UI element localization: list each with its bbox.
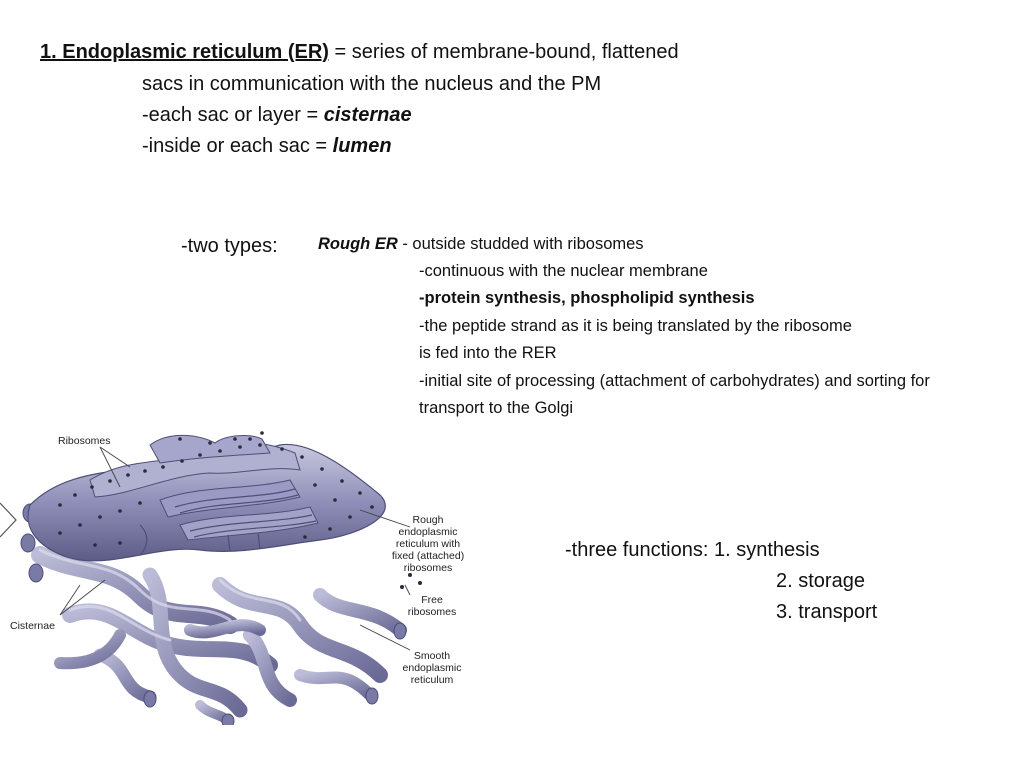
svg-text:fixed (attached): fixed (attached) [392, 550, 464, 562]
heading-line-1: 1. Endoplasmic reticulum (ER) = series o… [40, 41, 679, 64]
rough-er-bullet: -the peptide strand as it is being trans… [419, 317, 852, 335]
leader-lines [59, 446, 411, 651]
ribosome-dots [58, 431, 374, 547]
free-ribosomes [400, 573, 422, 589]
functions-label: -three functions: 1. synthesis [565, 539, 820, 561]
two-types-label: -two types: [181, 235, 278, 257]
rough-er-line: Rough ER - outside studded with ribosome… [318, 235, 644, 254]
label-ribosomes: Ribosomes [58, 435, 111, 447]
rough-er-term: Rough ER [318, 235, 398, 253]
svg-text:Free: Free [421, 594, 443, 606]
rough-er-bullet: transport to the Golgi [419, 399, 574, 417]
label-free-ribosomes: Free ribosomes [408, 594, 456, 618]
svg-text:ribosomes: ribosomes [404, 562, 452, 574]
er-diagram: Ribosomes Cisternae Rough endoplasmic re… [0, 431, 464, 725]
svg-text:endoplasmic: endoplasmic [403, 662, 462, 674]
cisternae-prefix: -each sac or layer = [142, 104, 324, 126]
cisternae-line: -each sac or layer = cisternae [142, 104, 412, 127]
smooth-er-highlights [38, 548, 302, 642]
svg-text:Rough: Rough [413, 514, 444, 526]
lumen-prefix: -inside or each sac = [142, 135, 333, 157]
rough-er-bullet: -continuous with the nuclear membrane [419, 262, 708, 280]
rough-er-desc: - outside studded with ribosomes [397, 235, 644, 253]
tube-ends [20, 503, 407, 725]
heading-line-2: sacs in communication with the nucleus a… [142, 73, 602, 95]
svg-text:reticulum with: reticulum with [396, 538, 460, 550]
rough-er-sheets [27, 434, 386, 562]
lumen-line: -inside or each sac = lumen [142, 135, 392, 158]
rough-er-bullet: is fed into the RER [419, 344, 557, 362]
svg-text:reticulum: reticulum [411, 674, 454, 686]
function-item-transport: 3. transport [776, 601, 878, 623]
label-smooth-er: Smooth endoplasmic reticulum [403, 650, 462, 686]
rough-er-bullet: -protein synthesis, phospholipid synthes… [419, 289, 755, 307]
function-item-storage: 2. storage [776, 570, 865, 592]
er-title: 1. Endoplasmic reticulum (ER) [40, 41, 329, 63]
cisternae-term: cisternae [323, 104, 412, 126]
label-cisternae: Cisternae [10, 620, 55, 632]
svg-text:ribosomes: ribosomes [408, 606, 456, 618]
rough-er-bullet: -initial site of processing (attachment … [419, 372, 930, 390]
label-rough-er: Rough endoplasmic reticulum with fixed (… [392, 514, 464, 574]
svg-text:endoplasmic: endoplasmic [399, 526, 458, 538]
svg-text:Smooth: Smooth [414, 650, 450, 662]
er-definition: = series of membrane-bound, flattened [328, 41, 679, 63]
edge-arrow [0, 502, 17, 538]
lumen-term: lumen [332, 135, 392, 157]
